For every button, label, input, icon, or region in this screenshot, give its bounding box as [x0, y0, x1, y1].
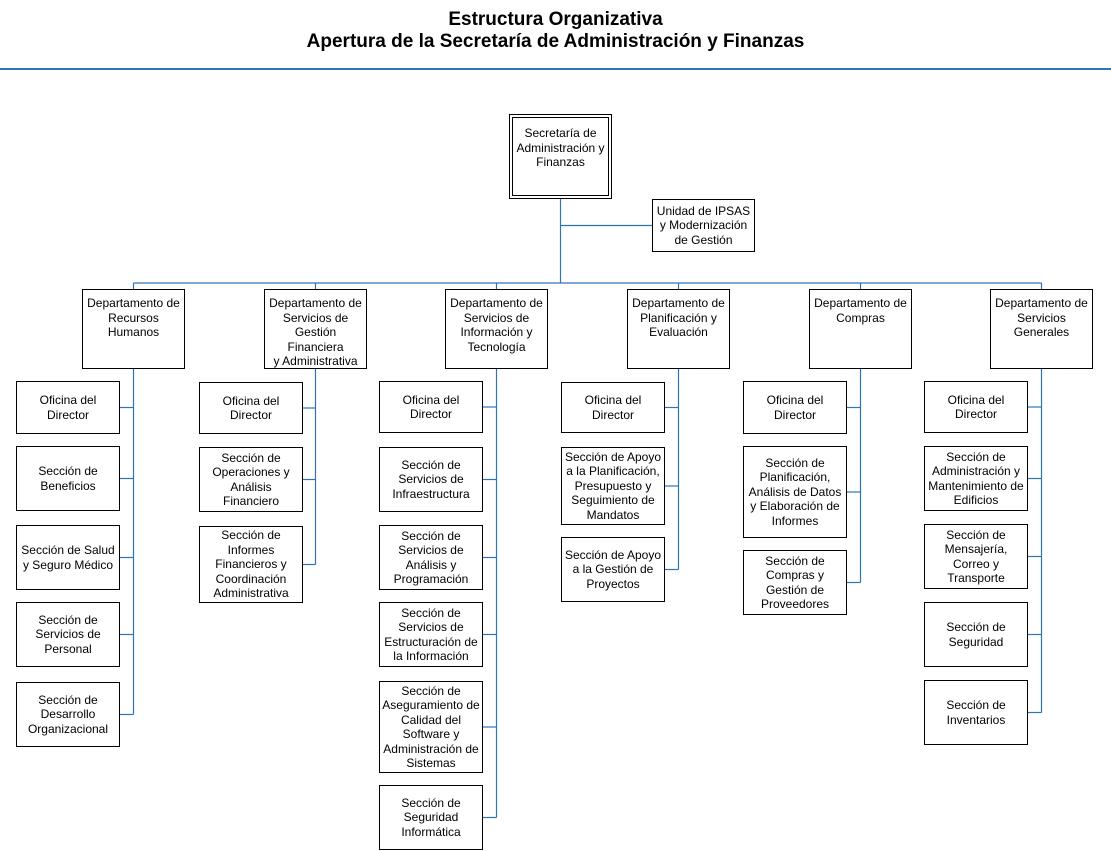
gf-seccion-informes: Sección de Informes Financieros y Coordi… [199, 526, 303, 603]
dept-recursos-humanos: Departamento de Recursos Humanos [82, 289, 185, 369]
chart-title-line2: Apertura de la Secretaría de Administrac… [306, 31, 805, 52]
it-seccion-analisis: Sección de Servicios de Análisis y Progr… [379, 525, 483, 590]
node-unidad-ipsas: Unidad de IPSAS y Modernización de Gesti… [652, 199, 755, 252]
it-seccion-infraestructura: Sección de Servicios de Infraestructura [379, 447, 483, 512]
gf-seccion-operaciones: Sección de Operaciones y Análisis Financ… [199, 447, 303, 512]
dept-compras: Departamento de Compras [809, 289, 912, 369]
dept-servicios-generales: Departamento de Servicios Generales [990, 289, 1093, 369]
it-seccion-aseguramiento: Sección de Aseguramiento de Calidad del … [379, 681, 483, 773]
chart-title-line1: Estructura Organizativa [448, 9, 663, 30]
sg-seccion-mensajeria: Sección de Mensajería, Correo y Transpor… [924, 524, 1028, 589]
co-seccion-compras: Sección de Compras y Gestión de Proveedo… [743, 550, 847, 615]
it-oficina-director: Oficina del Director [379, 381, 483, 433]
gf-oficina-director: Oficina del Director [199, 382, 303, 434]
co-oficina-director: Oficina del Director [743, 381, 847, 434]
pe-seccion-apoyo-proyectos: Sección de Apoyo a la Gestión de Proyect… [561, 537, 665, 602]
dept-informacion-tecnologia: Departamento de Servicios de Información… [445, 289, 548, 369]
rh-oficina-director: Oficina del Director [16, 381, 120, 434]
sg-seccion-mantenimiento: Sección de Administración y Mantenimient… [924, 446, 1028, 511]
it-seccion-estructuracion: Sección de Servicios de Estructuración d… [379, 602, 483, 667]
header-rule [0, 68, 1111, 70]
sg-seccion-seguridad: Sección de Seguridad [924, 602, 1028, 667]
node-secretaria: Secretaría de Administración y Finanzas [509, 114, 612, 199]
rh-seccion-beneficios: Sección de Beneficios [16, 446, 120, 511]
dept-gestion-financiera: Departamento de Servicios de Gestión Fin… [264, 289, 367, 369]
sg-oficina-director: Oficina del Director [924, 381, 1028, 433]
pe-seccion-apoyo-planificacion: Sección de Apoyo a la Planificación, Pre… [561, 447, 665, 525]
it-seccion-seguridad: Sección de Seguridad Informática [379, 785, 483, 850]
co-seccion-planificacion: Sección de Planificación, Análisis de Da… [743, 446, 847, 538]
sg-seccion-inventarios: Sección de Inventarios [924, 680, 1028, 745]
pe-oficina-director: Oficina del Director [561, 382, 665, 433]
rh-seccion-salud: Sección de Salud y Seguro Médico [16, 525, 120, 590]
rh-seccion-servicios-personal: Sección de Servicios de Personal [16, 602, 120, 667]
dept-planificacion-evaluacion: Departamento de Planificación y Evaluaci… [627, 289, 730, 369]
rh-seccion-desarrollo: Sección de Desarrollo Organizacional [16, 682, 120, 747]
